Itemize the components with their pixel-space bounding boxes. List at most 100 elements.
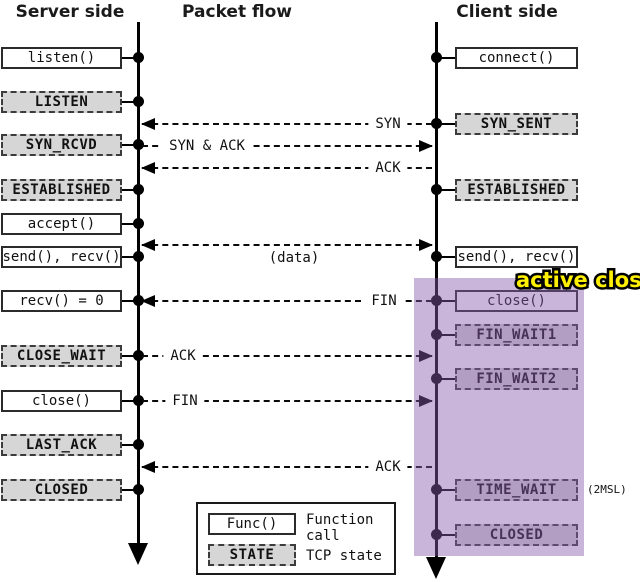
timeline-dot — [133, 218, 144, 229]
legend-func-label: Function call — [306, 512, 374, 544]
client-box-FIN_WAIT1: FIN_WAIT1 — [455, 324, 578, 346]
connector — [121, 223, 138, 225]
timeline-dot — [133, 295, 144, 306]
timeline-dot — [431, 118, 442, 129]
server-box-CLOSED: CLOSED — [1, 479, 122, 501]
arrowhead-right-icon — [419, 395, 433, 407]
timeline-dot — [133, 395, 144, 406]
timeline-dot — [431, 295, 442, 306]
connector — [121, 355, 138, 357]
packet-label: FIN — [165, 392, 205, 410]
connector — [121, 256, 138, 258]
timeline-dot — [431, 52, 442, 63]
client-side-heading: Client side — [456, 2, 558, 22]
packet-arrow-ack3: ACK — [141, 458, 432, 476]
connector — [438, 123, 455, 125]
timeline-dot — [133, 251, 144, 262]
server-box-ESTABLISHED: ESTABLISHED — [1, 179, 122, 201]
server-box-SYN_RCVD: SYN_RCVD — [1, 134, 122, 156]
dashed-line — [142, 400, 432, 402]
connector — [121, 489, 138, 491]
connector — [121, 57, 138, 59]
arrowhead-left-icon — [141, 295, 155, 307]
timeline-dot — [431, 251, 442, 262]
connector — [438, 489, 455, 491]
arrowhead-right-icon — [419, 350, 433, 362]
dashed-line — [142, 244, 432, 246]
timeline-dot — [133, 139, 144, 150]
dashed-line — [142, 300, 432, 302]
client-box-close: close() — [455, 290, 578, 312]
arrowhead-left-icon — [141, 118, 155, 130]
packet-arrow-ack2: ACK — [142, 347, 433, 365]
timeline-dot — [133, 484, 144, 495]
legend: Func() Function call STATE TCP state — [196, 502, 396, 575]
connector — [438, 378, 455, 380]
dashed-line — [142, 145, 432, 147]
server-box-listen: listen() — [1, 47, 122, 69]
arrowhead-right-icon — [419, 140, 433, 152]
server-box-LAST_ACK: LAST_ACK — [1, 434, 122, 456]
time-wait-2msl-note: (2MSL) — [587, 483, 627, 496]
connector — [438, 300, 455, 302]
connector — [438, 334, 455, 336]
packet-label: ACK — [368, 159, 408, 177]
client-box-connect: connect() — [455, 47, 578, 69]
timeline-dot — [133, 350, 144, 361]
packet-arrow-syn: SYN — [141, 115, 432, 133]
active-close-highlight-region — [414, 278, 584, 556]
packet-label: ACK — [368, 458, 408, 476]
timeline-dot — [431, 329, 442, 340]
legend-state-label: TCP state — [306, 548, 382, 564]
client-timeline — [435, 22, 438, 557]
arrowhead-right-icon — [419, 239, 433, 251]
server-box-CLOSE_WAIT: CLOSE_WAIT — [1, 345, 122, 367]
connector — [121, 144, 138, 146]
legend-state-sample-box: STATE — [208, 544, 296, 566]
connector — [438, 534, 455, 536]
timeline-dot — [133, 52, 144, 63]
packet-label: SYN & ACK — [162, 137, 252, 155]
connector — [438, 189, 455, 191]
packet-arrow-fin: FIN — [141, 292, 432, 310]
timeline-dot — [431, 373, 442, 384]
dashed-line — [142, 123, 432, 125]
connector — [438, 256, 455, 258]
connector — [121, 300, 138, 302]
client-box-TIME_WAIT: TIME_WAIT — [455, 479, 578, 501]
server-box-send-recv: send(), recv() — [1, 246, 122, 268]
timeline-dot — [431, 529, 442, 540]
client-box-send-recv: send(), recv() — [455, 246, 578, 268]
server-box-LISTEN: LISTEN — [1, 91, 122, 113]
packet-label: ACK — [163, 347, 203, 365]
timeline-dot — [431, 484, 442, 495]
client-box-CLOSED: CLOSED — [455, 524, 578, 546]
dashed-line — [142, 466, 432, 468]
packet-arrow-fin2: FIN — [142, 392, 433, 410]
server-side-heading: Server side — [15, 2, 125, 22]
dashed-line — [142, 167, 432, 169]
client-box-SYN_SENT: SYN_SENT — [455, 113, 578, 135]
packet-label: (data) — [268, 250, 320, 266]
server-timeline — [137, 22, 140, 543]
connector — [121, 444, 138, 446]
connector — [438, 57, 455, 59]
connector — [121, 189, 138, 191]
dashed-line — [142, 355, 432, 357]
client-box-FIN_WAIT2: FIN_WAIT2 — [455, 368, 578, 390]
arrowhead-left-icon — [141, 461, 155, 473]
timeline-dot — [133, 96, 144, 107]
packet-label: FIN — [364, 292, 404, 310]
timeline-dot — [133, 184, 144, 195]
packet-label: SYN — [368, 115, 408, 133]
server-box-close: close() — [1, 390, 122, 412]
active-close-annotation: active close — [514, 266, 640, 295]
connector — [121, 400, 138, 402]
client-timeline-arrow-icon — [426, 557, 446, 579]
packet-arrow-syn-ack: SYN & ACK — [142, 137, 433, 155]
timeline-dot — [431, 184, 442, 195]
server-box-recv-zero: recv() = 0 — [1, 290, 122, 312]
arrowhead-left-icon — [141, 162, 155, 174]
connector — [121, 101, 138, 103]
server-timeline-arrow-icon — [128, 543, 148, 565]
